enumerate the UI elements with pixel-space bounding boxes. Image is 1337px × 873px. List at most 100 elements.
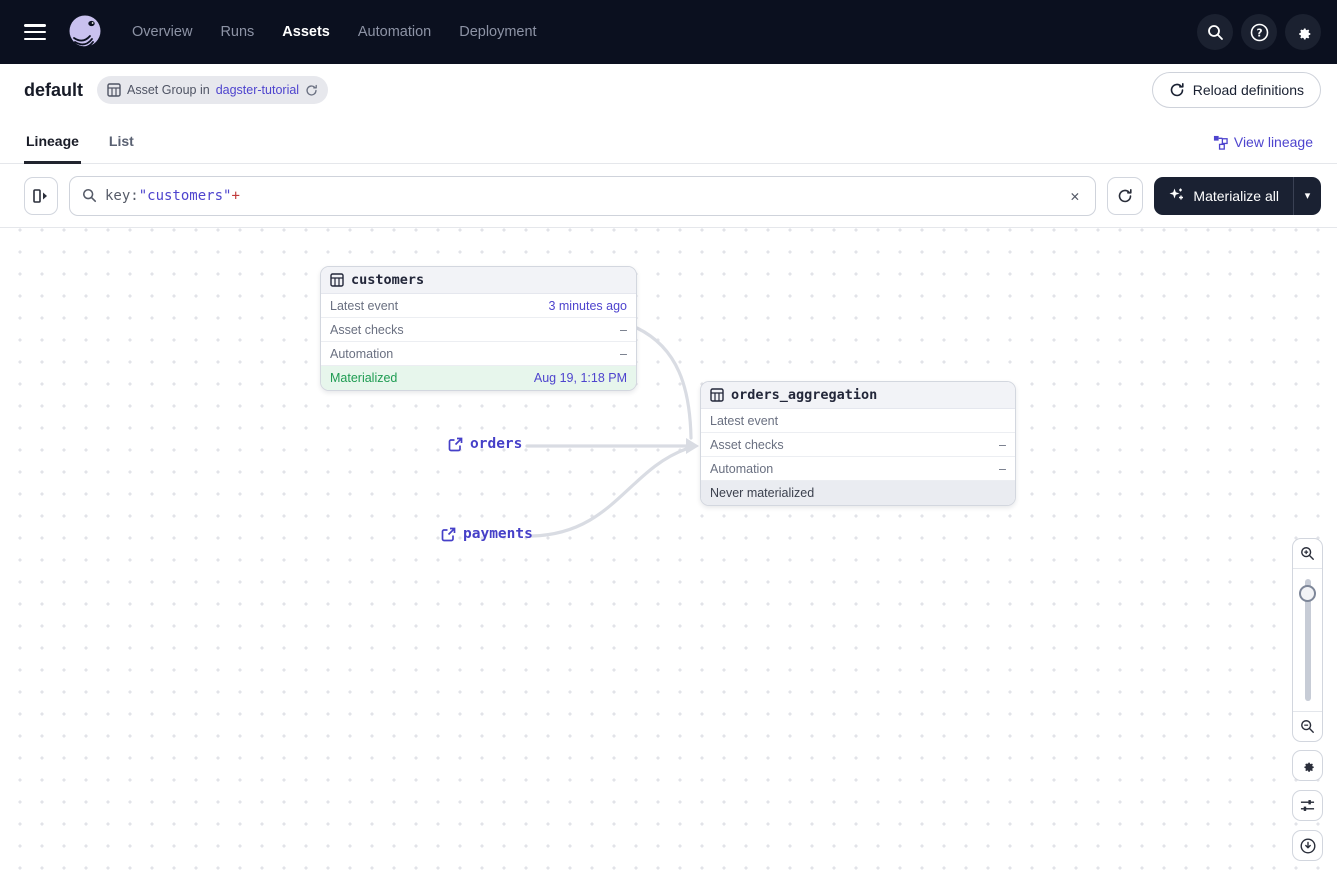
- lineage-graph-canvas[interactable]: customers Latest event 3 minutes ago Ass…: [0, 228, 1337, 873]
- row-value: –: [620, 346, 627, 361]
- external-asset-payments[interactable]: payments: [441, 526, 533, 542]
- search-icon: [1207, 24, 1223, 40]
- asset-name: orders_aggregation: [731, 387, 878, 403]
- query-operator: +: [231, 187, 240, 204]
- page-title: default: [24, 79, 84, 100]
- nav-item-assets[interactable]: Assets: [282, 24, 330, 40]
- row-label: Latest event: [710, 413, 779, 428]
- view-lineage-link[interactable]: View lineage: [1213, 134, 1313, 163]
- tab-list[interactable]: List: [108, 133, 134, 149]
- external-link-icon: [441, 527, 456, 541]
- expand-sidebar-button[interactable]: [24, 176, 58, 215]
- row-label: Asset checks: [710, 437, 784, 452]
- settings-button[interactable]: [1285, 14, 1321, 50]
- external-link-icon: [448, 437, 463, 451]
- asset-name: customers: [351, 272, 425, 288]
- node-row-asset-checks: Asset checks –: [701, 433, 1015, 457]
- node-row-never-materialized: Never materialized: [701, 481, 1015, 505]
- sparkle-icon: [1169, 188, 1184, 200]
- svg-text:?: ?: [1256, 27, 1262, 39]
- asset-node-header: customers: [321, 267, 636, 294]
- refresh-icon[interactable]: [305, 84, 318, 97]
- gear-icon: [1298, 27, 1310, 40]
- asset-node-customers[interactable]: customers Latest event 3 minutes ago Ass…: [320, 266, 637, 391]
- sliders-icon: [1300, 800, 1315, 811]
- row-label: Asset checks: [330, 322, 404, 337]
- materialize-all-button[interactable]: Materialize all: [1154, 177, 1293, 215]
- reload-definitions-label: Reload definitions: [1192, 82, 1304, 98]
- asset-group-badge: Asset Group in dagster-tutorial: [97, 76, 329, 104]
- materialize-split-button: Materialize all ▾: [1154, 176, 1321, 215]
- asset-node-header: orders_aggregation: [701, 382, 1015, 409]
- nav-item-automation[interactable]: Automation: [357, 24, 432, 40]
- reload-icon: [1170, 83, 1184, 97]
- tab-lineage[interactable]: Lineage: [24, 133, 81, 164]
- query-key: key:: [105, 187, 139, 204]
- node-row-asset-checks: Asset checks –: [321, 318, 636, 342]
- status-label: Materialized: [330, 371, 398, 385]
- node-row-automation: Automation –: [321, 342, 636, 366]
- search-button[interactable]: [1197, 14, 1233, 50]
- row-label: Automation: [710, 461, 774, 476]
- row-value: –: [620, 322, 627, 337]
- external-asset-orders[interactable]: orders: [448, 436, 522, 452]
- zoom-control-group: [1292, 538, 1323, 742]
- reload-definitions-button[interactable]: Reload definitions: [1151, 72, 1321, 108]
- asset-node-orders-aggregation[interactable]: orders_aggregation Latest event Asset ch…: [700, 381, 1016, 506]
- download-graph-button[interactable]: [1292, 830, 1323, 861]
- asset-search-input[interactable]: key:"customers"+ ✕: [69, 175, 1097, 216]
- refresh-graph-button[interactable]: [1107, 176, 1144, 215]
- row-value: –: [999, 461, 1006, 476]
- node-row-latest-event: Latest event 3 minutes ago: [321, 294, 636, 318]
- view-lineage-label: View lineage: [1233, 134, 1313, 150]
- node-row-materialized: Materialized Aug 19, 1:18 PM: [321, 366, 636, 390]
- nav-item-runs[interactable]: Runs: [220, 24, 255, 40]
- zoom-out-button[interactable]: [1293, 711, 1322, 741]
- materialize-dropdown-caret[interactable]: ▾: [1293, 176, 1321, 215]
- zoom-slider-handle[interactable]: [1299, 585, 1316, 602]
- row-value[interactable]: 3 minutes ago: [548, 298, 627, 313]
- refresh-icon: [1119, 188, 1133, 202]
- hamburger-menu-icon[interactable]: [24, 24, 46, 40]
- zoom-in-icon: [1301, 547, 1314, 560]
- code-location-link[interactable]: dagster-tutorial: [215, 83, 300, 97]
- nav-item-overview[interactable]: Overview: [132, 24, 193, 40]
- nav-item-deployment[interactable]: Deployment: [459, 24, 537, 40]
- graph-settings-button[interactable]: [1292, 750, 1323, 781]
- help-icon: ?: [1250, 23, 1268, 41]
- zoom-slider-track[interactable]: [1304, 579, 1311, 701]
- row-label: Automation: [330, 346, 394, 361]
- zoom-out-icon: [1301, 720, 1314, 733]
- external-asset-label: payments: [463, 526, 533, 542]
- lineage-edges: [525, 326, 699, 538]
- clear-search-icon[interactable]: ✕: [1070, 186, 1080, 205]
- zoom-slider[interactable]: [1293, 569, 1322, 711]
- lineage-graph-icon: [1213, 135, 1228, 150]
- search-icon: [82, 188, 97, 203]
- row-value: –: [999, 437, 1006, 452]
- page-header: default Asset Group in dagster-tutorial …: [0, 64, 1337, 116]
- materialization-timestamp[interactable]: Aug 19, 1:18 PM: [533, 371, 627, 385]
- lineage-toolbar: key:"customers"+ ✕ Materialize all ▾: [0, 164, 1337, 228]
- zoom-in-button[interactable]: [1293, 539, 1322, 569]
- gear-icon: [1303, 762, 1314, 772]
- table-icon: [107, 83, 121, 97]
- materialize-all-label: Materialize all: [1193, 187, 1279, 204]
- node-row-latest-event: Latest event: [701, 409, 1015, 433]
- table-icon: [330, 273, 344, 287]
- graph-filters-button[interactable]: [1292, 790, 1323, 821]
- badge-prefix: Asset Group in: [127, 83, 210, 97]
- top-navbar: Overview Runs Assets Automation Deployme…: [0, 0, 1337, 64]
- query-value: "customers": [138, 187, 232, 204]
- tabs-row: Lineage List View lineage: [0, 116, 1337, 164]
- node-row-automation: Automation –: [701, 457, 1015, 481]
- download-circle-icon: [1299, 837, 1316, 854]
- external-asset-label: orders: [470, 436, 523, 452]
- status-label: Never materialized: [710, 486, 815, 500]
- main-nav: Overview Runs Assets Automation Deployme…: [132, 24, 537, 40]
- table-icon: [710, 388, 724, 402]
- panel-expand-icon: [33, 188, 47, 203]
- dagster-logo-icon[interactable]: [66, 13, 104, 51]
- search-query-text: key:"customers"+: [105, 188, 1056, 204]
- help-button[interactable]: ?: [1241, 14, 1277, 50]
